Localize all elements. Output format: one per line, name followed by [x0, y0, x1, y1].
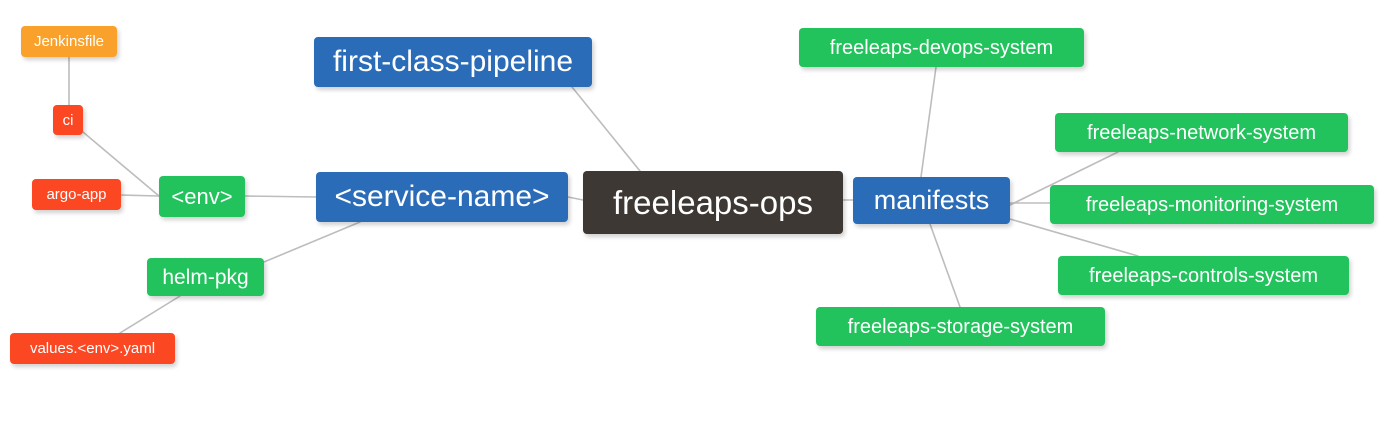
node-label-freeleaps-ops: freeleaps-ops [613, 184, 813, 221]
node-env[interactable]: <env> [159, 176, 245, 217]
node-freeleaps-ops[interactable]: freeleaps-ops [583, 171, 843, 234]
node-label-env: <env> [171, 183, 233, 209]
edge-argo-app-to-env [120, 194, 160, 197]
node-label-values-yaml: values.<env>.yaml [29, 340, 156, 357]
node-label-helm-pkg: helm-pkg [162, 265, 249, 289]
node-label-freeleaps-devops-system: freeleaps-devops-system [829, 36, 1054, 59]
node-freeleaps-storage-system[interactable]: freeleaps-storage-system [816, 307, 1105, 346]
node-helm-pkg[interactable]: helm-pkg [147, 258, 264, 296]
node-jenkinsfile[interactable]: Jenkinsfile [21, 26, 117, 57]
node-label-freeleaps-controls-system: freeleaps-controls-system [1089, 264, 1318, 287]
node-label-jenkinsfile: Jenkinsfile [33, 33, 105, 50]
edge-manifests-to-freeleaps-controls-system [1009, 218, 1139, 257]
node-label-argo-app: argo-app [46, 186, 107, 203]
node-label-freeleaps-storage-system: freeleaps-storage-system [847, 315, 1074, 338]
node-freeleaps-monitoring-system[interactable]: freeleaps-monitoring-system [1050, 185, 1374, 224]
edge-service-name-to-helm-pkg [263, 221, 361, 263]
node-ci[interactable]: ci [53, 105, 83, 135]
edge-first-class-pipeline-to-freeleaps-ops [571, 86, 641, 172]
node-first-class-pipeline[interactable]: first-class-pipeline [314, 37, 592, 87]
node-argo-app[interactable]: argo-app [32, 179, 121, 210]
edge-service-name-to-freeleaps-ops [567, 196, 584, 201]
edge-env-to-service-name [244, 195, 317, 198]
node-label-ci: ci [62, 111, 74, 129]
edge-helm-pkg-to-values-yaml [119, 295, 181, 334]
node-label-manifests: manifests [873, 185, 990, 215]
node-freeleaps-devops-system[interactable]: freeleaps-devops-system [799, 28, 1084, 67]
node-label-first-class-pipeline: first-class-pipeline [332, 45, 574, 78]
node-label-service-name: <service-name> [334, 180, 550, 213]
edge-manifests-to-freeleaps-devops-system [920, 66, 937, 178]
node-freeleaps-controls-system[interactable]: freeleaps-controls-system [1058, 256, 1349, 295]
node-label-freeleaps-network-system: freeleaps-network-system [1087, 121, 1316, 144]
node-manifests[interactable]: manifests [853, 177, 1010, 224]
node-service-name[interactable]: <service-name> [316, 172, 568, 222]
node-freeleaps-network-system[interactable]: freeleaps-network-system [1055, 113, 1348, 152]
node-label-freeleaps-monitoring-system: freeleaps-monitoring-system [1085, 193, 1339, 216]
edge-manifests-to-freeleaps-storage-system [929, 223, 961, 308]
node-values-yaml[interactable]: values.<env>.yaml [10, 333, 175, 364]
